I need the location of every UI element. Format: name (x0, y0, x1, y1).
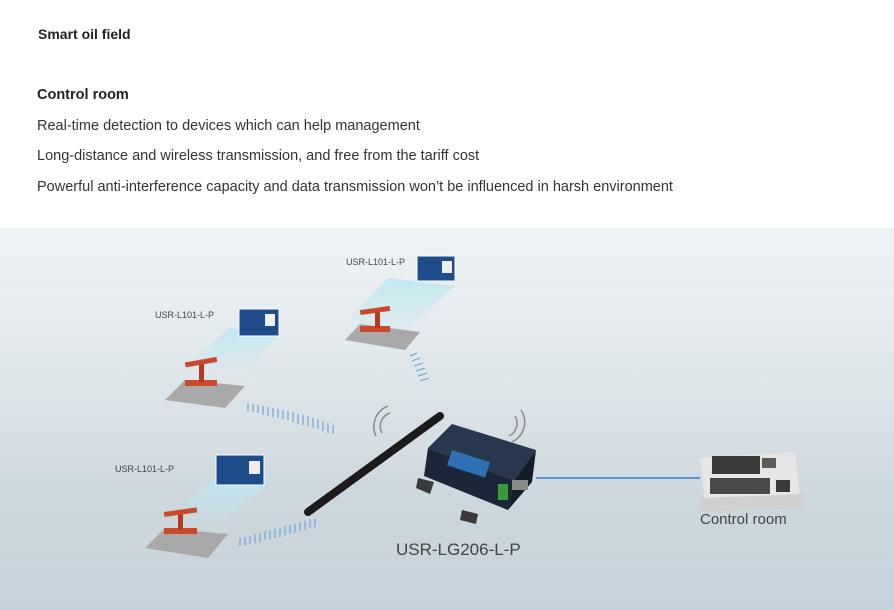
feature-line: Real-time detection to devices which can… (37, 118, 420, 134)
section-title: Smart oil field (38, 26, 131, 42)
feature-line: Powerful anti-interference capacity and … (37, 179, 673, 195)
gateway-signal-arcs (373, 405, 526, 443)
wireless-signal-waves (239, 352, 430, 546)
feature-line: Long-distance and wireless transmission,… (37, 148, 480, 164)
antenna (304, 412, 444, 516)
gateway-device (416, 424, 536, 524)
oil-pump-site-top (345, 255, 456, 350)
diagram-illustration: USR-L101-L-P USR-L101-L-P USR-L101-L-P (115, 255, 805, 559)
sub-title: Control room (37, 87, 129, 103)
gateway-label: USR-LG206-L-P (396, 540, 521, 559)
module-label: USR-L101-L-P (155, 310, 214, 320)
network-diagram: USR-L101-L-P USR-L101-L-P USR-L101-L-P (0, 228, 894, 610)
control-room-label: Control room (700, 511, 787, 528)
control-room-icon (700, 452, 805, 512)
oil-pump-site-left (165, 308, 280, 408)
oil-pump-site-bottom (145, 454, 265, 558)
module-label: USR-L101-L-P (115, 464, 174, 474)
module-label: USR-L101-L-P (346, 257, 405, 267)
